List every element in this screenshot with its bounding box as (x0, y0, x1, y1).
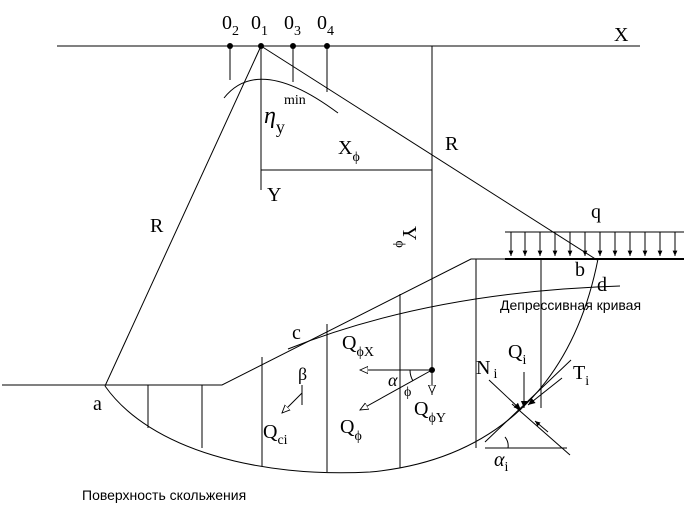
q-phi-label: Qϕ (340, 416, 362, 444)
o1-label: 01 (251, 12, 268, 39)
o3-label: 03 (284, 12, 301, 39)
t-i-label: Ti (573, 362, 589, 389)
depression-curve-label: Депрессивная кривая (500, 297, 641, 313)
alpha-phi-sub-label: ϕ (404, 385, 411, 400)
eta-min-curve (223, 78, 339, 114)
point-b-label: b (575, 259, 585, 281)
gravity-centre-point (429, 367, 435, 373)
eta-min-label: ηy (264, 103, 285, 137)
alpha-i-label: αi (494, 449, 509, 475)
alpha-i-side-arrow (534, 420, 549, 433)
r-left-label: R (150, 215, 164, 237)
q-ci-label: Qci (263, 421, 288, 448)
slip-surface-label: Поверхность скольжения (82, 487, 246, 503)
x-phi-label: Xϕ (338, 137, 360, 165)
radius-line-right (260, 45, 598, 261)
point-a-label: a (93, 393, 102, 415)
q-i-label: Qi (508, 341, 526, 368)
depression-curve-line (287, 285, 621, 350)
alpha-i-tangent-line (484, 359, 572, 443)
t-i-vector (527, 377, 563, 406)
point-d-label: d (597, 274, 607, 296)
o2-label: 02 (222, 12, 239, 39)
load-q-arrows (508, 232, 678, 256)
slip-surface-arc (104, 258, 599, 474)
o4-label: 04 (317, 12, 334, 39)
y-label: Y (267, 184, 281, 206)
eta-min-superscript: min (284, 93, 306, 108)
q-phi-x-label: QϕX (342, 332, 374, 360)
alpha-i-normal-line (511, 403, 571, 456)
x-axis-label: X (614, 24, 629, 46)
alpha-phi-arc (409, 369, 414, 382)
slice-lines (147, 259, 542, 472)
q-phi-vector (360, 369, 433, 410)
radius-line-left (104, 45, 262, 387)
beta-label: β (298, 364, 307, 384)
alpha-i-arc (504, 436, 509, 449)
r-right-label: R (445, 133, 459, 155)
alpha-phi-label: α (388, 370, 398, 390)
n-i-vector (488, 379, 522, 411)
q-ci-vector (282, 392, 303, 413)
q-load-label: q (591, 201, 601, 223)
point-c-label: c (292, 322, 301, 344)
y-phi-label: Yϕ (392, 226, 420, 248)
q-phi-y-label: QϕY (414, 398, 446, 426)
